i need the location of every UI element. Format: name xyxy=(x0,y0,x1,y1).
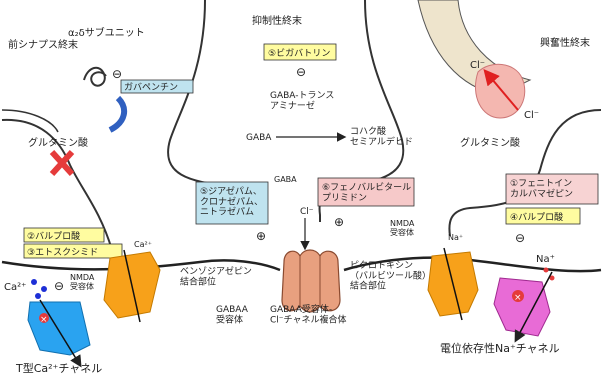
benzodiazepines-label-line: クロナゼパム、 xyxy=(200,195,263,207)
succinic-label-line: コハク酸 xyxy=(350,126,386,137)
alpha2delta-subunit-icon xyxy=(83,66,107,87)
nav-channel-label: 電位依存性Na⁺チャネル xyxy=(440,341,560,355)
minus-gabapentin: ⊖ xyxy=(112,67,122,81)
presyn-right-label: 興奮性終末 xyxy=(540,36,590,49)
gaba-complex-label: GABAA受容体-Cl⁻チャネル複合体 xyxy=(270,303,346,325)
gaba-complex-label-line: GABAA受容体- xyxy=(270,303,332,315)
phenobarbital-label-line: ⑥フェノバルビタール xyxy=(322,182,411,193)
chloride-label: Cl⁻ xyxy=(300,207,314,217)
nmda-left-label-line: NMDA xyxy=(70,273,95,282)
gaba-a-receptor-label-line: GABAA xyxy=(216,305,249,315)
svg-text:×: × xyxy=(514,293,522,303)
benzo-site-label-line: 結合部位 xyxy=(180,275,216,287)
voltage-gated-na-channel: × xyxy=(493,271,553,343)
presynaptic-terminal-left xyxy=(1,118,113,251)
cross-icon xyxy=(49,149,75,177)
phenobarbital-label-line: プリミドン xyxy=(322,192,367,203)
na-top-label: Na⁺ xyxy=(448,233,463,242)
inset-cl-label-1: Cl⁻ xyxy=(470,60,485,71)
na-ion-label: Na⁺ xyxy=(536,254,555,265)
t-type-ca-channel: × xyxy=(27,299,91,368)
left-axon-line xyxy=(1,109,59,133)
na-ions xyxy=(543,267,555,281)
glutamate-left-label: グルタミン酸 xyxy=(28,136,88,149)
phenobarbital-box xyxy=(317,177,415,207)
gabapentin-label: ガバペンチン xyxy=(124,82,178,93)
succinic-label-line: セミアルデヒド xyxy=(350,135,413,147)
nmda-channel-left xyxy=(103,249,161,323)
plus-pheno: ⊕ xyxy=(334,215,344,229)
gaba-a-receptor xyxy=(281,249,341,313)
valproate-left-label: ②バルプロ酸 xyxy=(27,231,80,242)
valproate-right-box xyxy=(505,207,581,225)
gaba-transaminase-label-line: アミナーゼ xyxy=(270,99,315,111)
gaba-a-receptor-label-line: 受容体 xyxy=(216,313,243,325)
minus-right: ⊖ xyxy=(515,231,525,245)
picrotoxin-label-line: 結合部位 xyxy=(350,280,386,292)
nmda-right-label-line: 受容体 xyxy=(390,227,414,237)
curved-arrow-down-left xyxy=(108,95,128,133)
picrotoxin-label-line: ピクロトキシン xyxy=(350,260,413,271)
succinic-label: コハク酸セミアルデヒド xyxy=(350,126,413,147)
presyn-left-label: 前シナプス終末 xyxy=(8,38,78,51)
presyn-center-label: 抑制性終末 xyxy=(252,14,302,27)
benzodiazepines-label-line: ⑤ジアゼパム、 xyxy=(200,185,262,197)
ethosuximide-label: ③エトスクシミド xyxy=(27,247,98,258)
benzo-site-label-line: ベンゾジアゼピン xyxy=(180,265,252,277)
gabapentin-box xyxy=(120,79,194,94)
inset-cl-arrow xyxy=(483,68,519,111)
benzo-site-label: ベンゾジアゼピン結合部位 xyxy=(180,265,252,287)
nmda-left-label-line: 受容体 xyxy=(70,281,94,291)
valproate-right-label: ④バルプロ酸 xyxy=(510,212,563,223)
ethosuximide-box xyxy=(23,243,123,259)
gaba-complex-label-line: Cl⁻チャネル複合体 xyxy=(270,313,346,325)
svg-text:×: × xyxy=(40,315,48,325)
alpha2delta-label: α₂δサブユニット xyxy=(68,26,145,39)
gaba-transaminase-label: GABA-トランスアミナーゼ xyxy=(270,90,334,111)
benzodiazepines-label: ⑤ジアゼパム、クロナゼパム、ニトラゼパム xyxy=(200,185,263,218)
t-type-ca-label: T型Ca²⁺チャネル xyxy=(15,361,102,375)
gaba-transaminase-label-line: GABA-トランス xyxy=(270,90,334,101)
valproate-left-box xyxy=(23,227,105,243)
benzodiazepines-label-line: ニトラゼパム xyxy=(200,206,254,218)
picrotoxin-label: ピクロトキシン（バルビツール酸）結合部位 xyxy=(350,260,431,292)
ca-top-label: Ca²⁺ xyxy=(134,240,152,249)
plus-benzo: ⊕ xyxy=(256,229,266,243)
vigabatrin-label: ⑤ビガバトリン xyxy=(268,48,330,59)
phenytoin-label-line: カルバマゼピン xyxy=(510,187,573,199)
picrotoxin-label-line: （バルビツール酸） xyxy=(350,270,431,281)
minus-vgabat: ⊖ xyxy=(296,65,306,79)
minus-left: ⊖ xyxy=(54,279,64,293)
phenytoin-label-line: ①フェニトイン xyxy=(510,179,572,189)
nmda-channel-right xyxy=(427,247,479,321)
glutamate-right-label: グルタミン酸 xyxy=(460,136,520,149)
gaba-release-label: GABA xyxy=(274,175,297,184)
nmda-right-label-line: NMDA xyxy=(390,219,415,228)
benzodiazepines-box xyxy=(195,181,269,225)
phenytoin-label: ①フェニトインカルバマゼピン xyxy=(510,179,573,199)
gaba-mid-label: GABA xyxy=(246,133,272,143)
phenytoin-box xyxy=(505,173,599,205)
ca-left-label: Ca²⁺ xyxy=(4,282,26,293)
inset-cl-label-2: Cl⁻ xyxy=(524,110,539,121)
ca-ions xyxy=(31,279,47,299)
vigabatrin-box xyxy=(263,43,337,61)
phenobarbital-label: ⑥フェノバルビタールプリミドン xyxy=(322,182,411,203)
